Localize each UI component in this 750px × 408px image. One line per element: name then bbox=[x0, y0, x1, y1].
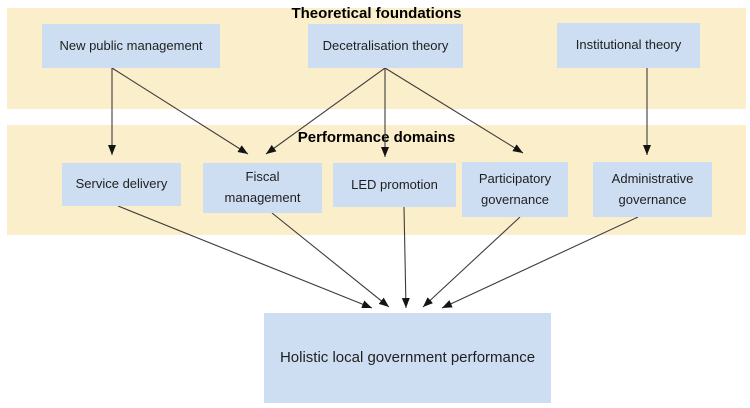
box-holistic-local-government-performance: Holistic local government performance bbox=[264, 313, 551, 403]
box-participatory-governance: Participatory governance bbox=[462, 162, 568, 217]
theoretical-foundations-title: Theoretical foundations bbox=[291, 5, 462, 22]
box-administrative-governance: Administrative governance bbox=[593, 162, 712, 217]
box-service-delivery-label: Service delivery bbox=[75, 176, 168, 192]
box-new-public-management: New public management bbox=[42, 24, 220, 68]
box-decentralisation-theory: Decetralisation theory bbox=[308, 24, 463, 68]
box-holistic-local-government-performance-label: Holistic local government performance bbox=[279, 349, 536, 366]
box-institutional-theory: Institutional theory bbox=[557, 23, 700, 68]
box-fiscal-management: Fiscal management bbox=[203, 163, 322, 213]
box-institutional-theory-label: Institutional theory bbox=[575, 37, 682, 53]
box-new-public-management-label: New public management bbox=[59, 37, 203, 53]
box-participatory-governance-label: Participatory governance bbox=[478, 170, 552, 207]
box-fiscal-management-label: Fiscal management bbox=[224, 169, 301, 205]
box-led-promotion-label: LED promotion bbox=[351, 176, 438, 192]
box-led-promotion: LED promotion bbox=[333, 163, 456, 207]
box-administrative-governance-label: Administrative governance bbox=[611, 170, 694, 207]
box-decentralisation-theory-label: Decetralisation theory bbox=[322, 37, 449, 53]
performance-domains-title: Performance domains bbox=[297, 129, 456, 146]
box-service-delivery: Service delivery bbox=[62, 163, 181, 206]
